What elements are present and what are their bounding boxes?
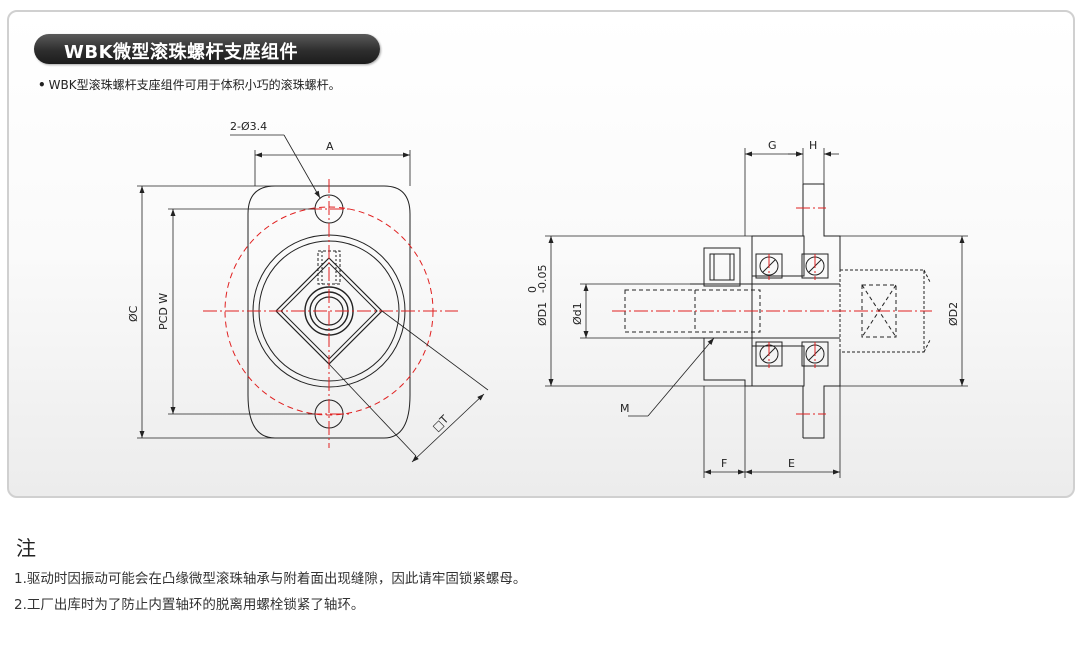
- note-item-2: 2.工厂出库时为了防止内置轴环的脱离用螺栓锁紧了轴环。: [14, 597, 365, 613]
- flange-outline: [247, 185, 411, 439]
- flange-bottom: [803, 352, 841, 439]
- subtitle-text: WBK型滚珠螺杆支座组件可用于体积小巧的滚珠螺杆。: [48, 78, 341, 92]
- dim-t-label: □T: [430, 413, 451, 434]
- dim-d1-tol-upper: 0: [526, 286, 539, 293]
- side-labels: G H ØD1 0 -0.05 Ød1 ØD2 M F E: [526, 139, 960, 470]
- dim-e-label: E: [788, 457, 795, 470]
- notes-heading: 注: [16, 536, 36, 560]
- dim-small-d1-label: Ød1: [571, 302, 584, 325]
- drawing-panel: [7, 10, 1075, 498]
- title-tab: WBK微型滚珠螺杆支座组件: [34, 34, 380, 64]
- dim-d1-tol-lower: -0.05: [536, 265, 549, 293]
- side-centerlines: [612, 207, 932, 415]
- housing-body-top: [751, 235, 805, 277]
- dim-g-label: G: [768, 139, 777, 152]
- dim-a-label: A: [326, 140, 334, 153]
- dim-f-label: F: [721, 457, 727, 470]
- page-title: WBK微型滚珠螺杆支座组件: [64, 42, 299, 63]
- note-item-1: 1.驱动时因振动可能会在凸缘微型滚珠轴承与附着面出现缝隙，因此请牢固锁紧螺母。: [14, 571, 527, 587]
- dim-pcd-w-label: PCD W: [157, 293, 170, 330]
- side-dimensions: [545, 148, 968, 478]
- dim-c-label: ØC: [127, 305, 140, 322]
- dim-d1-label: ØD1: [536, 302, 549, 326]
- nut-hidden-box: [861, 284, 897, 338]
- subtitle: •WBK型滚珠螺杆支座组件可用于体积小巧的滚珠螺杆。: [38, 76, 341, 93]
- bullet-icon: •: [38, 78, 46, 92]
- dim-m-label: M: [620, 402, 630, 415]
- front-centerlines: [203, 179, 458, 448]
- lock-nut: [703, 247, 741, 287]
- dim-h-label: H: [809, 139, 817, 152]
- front-labels: 2-Ø3.4 A ØC PCD W □T: [127, 120, 451, 434]
- front-dimensions: [137, 134, 489, 463]
- technical-drawing: 2-Ø3.4 A ØC PCD W □T: [127, 120, 968, 478]
- dim-d2-label: ØD2: [947, 302, 960, 326]
- hole-label: 2-Ø3.4: [230, 120, 267, 133]
- flange-top: [803, 183, 841, 270]
